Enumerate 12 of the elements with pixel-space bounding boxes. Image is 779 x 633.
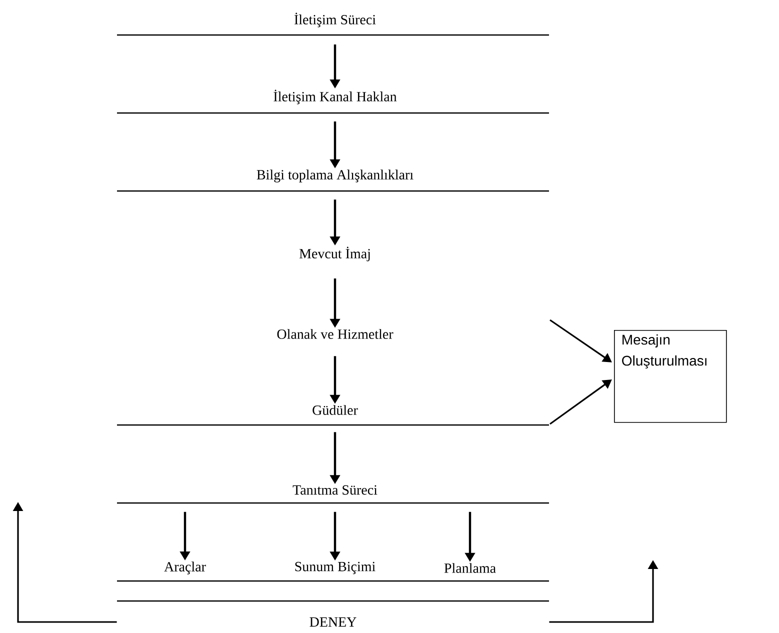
stage-label: Bilgi toplama Alışkanlıkları [256,170,414,182]
stage-label: İletişim Kanal Haklan [274,90,397,104]
stage-label: Tanıtma Süreci [292,485,378,495]
stage-label: Mevcut İmaj [299,246,370,262]
stage-label: Güdüler [312,405,358,415]
stage-label: DENEY [310,617,356,627]
stage-label: Planlama [444,563,496,573]
stage-label: Olanak ve Hizmetler [277,329,394,339]
stage-label: Sunum Biçimi [295,562,376,574]
message-box: Mesajın Oluşturulması [614,330,727,423]
stage-label: İletişim Süreci [294,12,376,28]
stage-label: Araçlar [164,562,206,574]
